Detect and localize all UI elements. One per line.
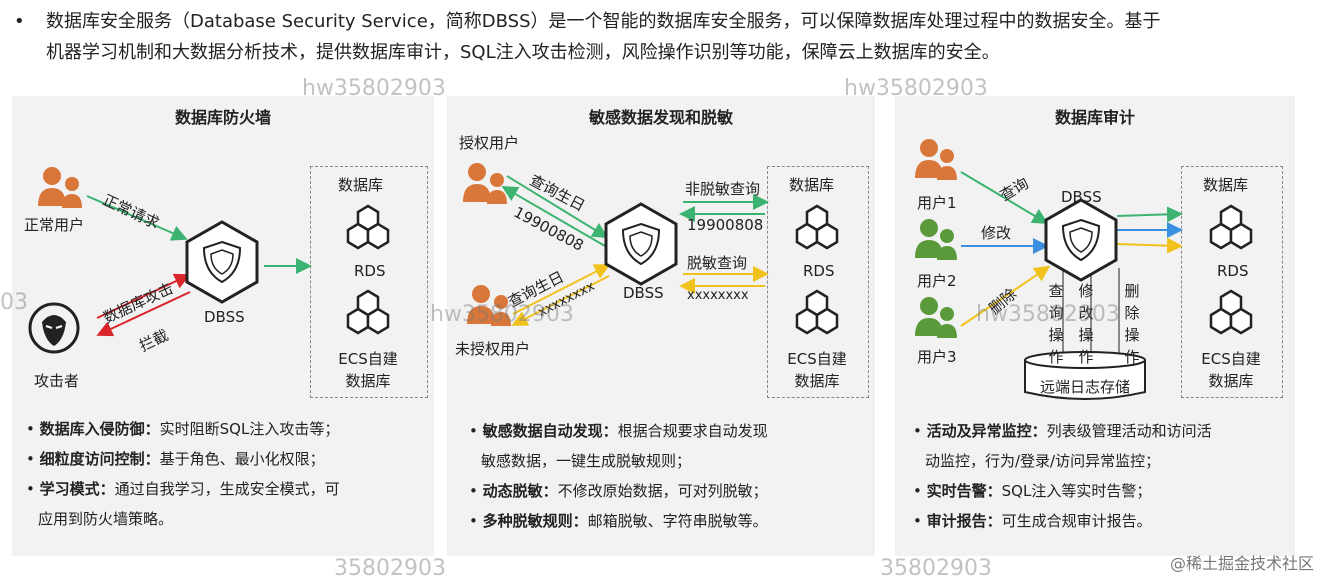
database-label: 数据库 xyxy=(338,176,384,194)
rds-icon xyxy=(795,204,839,250)
normal-request-arrow xyxy=(86,195,188,241)
auth-user-label: 授权用户 xyxy=(459,134,520,152)
watermark: 03 xyxy=(0,290,28,315)
database-group xyxy=(1181,166,1283,398)
nonmask-result-label: 19900808 xyxy=(687,216,764,234)
watermark: 35802903 xyxy=(880,556,992,581)
ecs-icon xyxy=(1209,289,1253,335)
database-label: 数据库 xyxy=(1203,176,1249,194)
query-op-label: 查询操作 xyxy=(1048,282,1064,366)
ecs-label-1: ECS自建 xyxy=(338,350,398,368)
firewall-diagram xyxy=(28,167,390,354)
ecs-label-2: 数据库 xyxy=(794,372,840,390)
user3-icon xyxy=(915,297,957,338)
feature-item: 应用到防火墙策略。 xyxy=(38,510,174,528)
mask-query-label: 脱敏查询 xyxy=(687,254,748,272)
dbss-label: DBSS xyxy=(204,308,245,326)
rds-icon xyxy=(1209,204,1253,250)
bullet: • xyxy=(14,11,25,32)
user1-icon xyxy=(915,139,957,180)
rds-label: RDS xyxy=(803,262,835,280)
dbss-label: DBSS xyxy=(623,284,664,302)
panel-title: 敏感数据发现和脱敏 xyxy=(588,108,733,127)
unauth-user-label: 未授权用户 xyxy=(455,340,531,358)
unauth-user-icon xyxy=(467,285,511,326)
feature-item: • 学习模式：通过自我学习，生成安全模式，可 xyxy=(26,480,340,498)
panel-title: 数据库审计 xyxy=(1054,108,1135,127)
log-storage-icon xyxy=(1024,351,1146,400)
masking-panel: 敏感数据发现和脱敏 xyxy=(447,96,875,556)
ecs-icon xyxy=(346,289,390,335)
ecs-label-2: 数据库 xyxy=(1208,372,1254,390)
dbss-label: DBSS xyxy=(1061,188,1102,206)
watermark: 35802903 xyxy=(334,556,446,581)
audit-panel: 数据库审计 xyxy=(895,96,1295,556)
user3-label: 用户3 xyxy=(917,348,957,366)
log-storage-label: 远端日志存储 xyxy=(1039,378,1130,396)
user2-icon xyxy=(915,219,957,260)
nonmask-query-label: 非脱敏查询 xyxy=(685,180,761,198)
rds-icon xyxy=(346,204,390,250)
attack-arrow xyxy=(96,273,191,319)
feature-item: • 细粒度访问控制：基于角色、最小化权限； xyxy=(26,450,325,468)
ecs-icon xyxy=(795,289,839,335)
feature-list: • 敏感数据自动发现：根据合规要求自动发现 敏感数据，一键生成脱敏规则； • 动… xyxy=(469,416,869,536)
modify-op-label: 修改操作 xyxy=(1078,282,1094,366)
footer-watermark: @稀土掘金技术社区 xyxy=(1169,554,1314,573)
modify-label: 修改 xyxy=(981,224,1012,242)
database-group xyxy=(767,166,869,398)
attacker-label: 攻击者 xyxy=(34,372,80,390)
ecs-label-2: 数据库 xyxy=(345,372,391,390)
delete-op-label: 删除操作 xyxy=(1124,282,1140,366)
intercept-arrow xyxy=(96,291,191,337)
intro-line-1: 数据库安全服务（Database Security Service，简称DBSS… xyxy=(46,11,1161,32)
feature-item: • 多种脱敏规则：邮箱脱敏、字符串脱敏等。 xyxy=(469,512,768,530)
feature-item: • 敏感数据自动发现：根据合规要求自动发现 xyxy=(469,422,768,440)
normal-user-label: 正常用户 xyxy=(24,216,85,234)
feature-list: • 活动及异常监控：列表级管理活动和访问活 动监控，行为/登录/访问异常监控； … xyxy=(913,416,1293,536)
user1-label: 用户1 xyxy=(917,194,957,212)
rds-label: RDS xyxy=(1217,262,1249,280)
feature-item: • 审计报告：可生成合规审计报告。 xyxy=(913,512,1152,530)
attacker-icon xyxy=(28,302,80,354)
database-group xyxy=(310,166,428,398)
feature-list: • 数据库入侵防御：实时阻断SQL注入攻击等； • 细粒度访问控制：基于角色、最… xyxy=(26,414,426,534)
auth-user-icon xyxy=(463,163,507,204)
panel-title: 数据库防火墙 xyxy=(174,108,271,127)
feature-item: • 实时告警：SQL注入等实时告警； xyxy=(913,482,1152,500)
ecs-label-1: ECS自建 xyxy=(1201,350,1261,368)
dbss-shield-icon xyxy=(604,202,678,286)
intro-line-2: 机器学习机制和大数据分析技术，提供数据库审计，SQL注入攻击检测，风险操作识别等… xyxy=(46,42,1000,63)
feature-item: • 活动及异常监控：列表级管理活动和访问活 xyxy=(913,422,1212,440)
feature-item: • 数据库入侵防御：实时阻断SQL注入攻击等； xyxy=(26,420,340,438)
dbss-shield-icon xyxy=(1044,198,1118,282)
masking-diagram xyxy=(463,163,839,335)
ecs-label-1: ECS自建 xyxy=(787,350,847,368)
firewall-panel: 数据库防火墙 xyxy=(12,96,434,556)
normal-user-icon xyxy=(38,167,82,208)
watermark: hw35802903 xyxy=(976,302,1120,327)
watermark: hw35802903 xyxy=(302,76,446,101)
dbss-shield-icon xyxy=(185,220,259,304)
feature-item: • 动态脱敏：不修改原始数据，可对列脱敏； xyxy=(469,482,768,500)
database-label: 数据库 xyxy=(789,176,835,194)
watermark: hw35802903 xyxy=(844,76,988,101)
feature-item: 动监控，行为/登录/访问异常监控； xyxy=(925,452,1161,470)
audit-diagram xyxy=(915,139,1253,400)
rds-label: RDS xyxy=(354,262,386,280)
watermark: hw35802903 xyxy=(430,302,574,327)
user2-label: 用户2 xyxy=(917,272,957,290)
feature-item: 敏感数据，一键生成脱敏规则； xyxy=(481,452,692,470)
mask-result-label: xxxxxxxx xyxy=(687,288,749,303)
